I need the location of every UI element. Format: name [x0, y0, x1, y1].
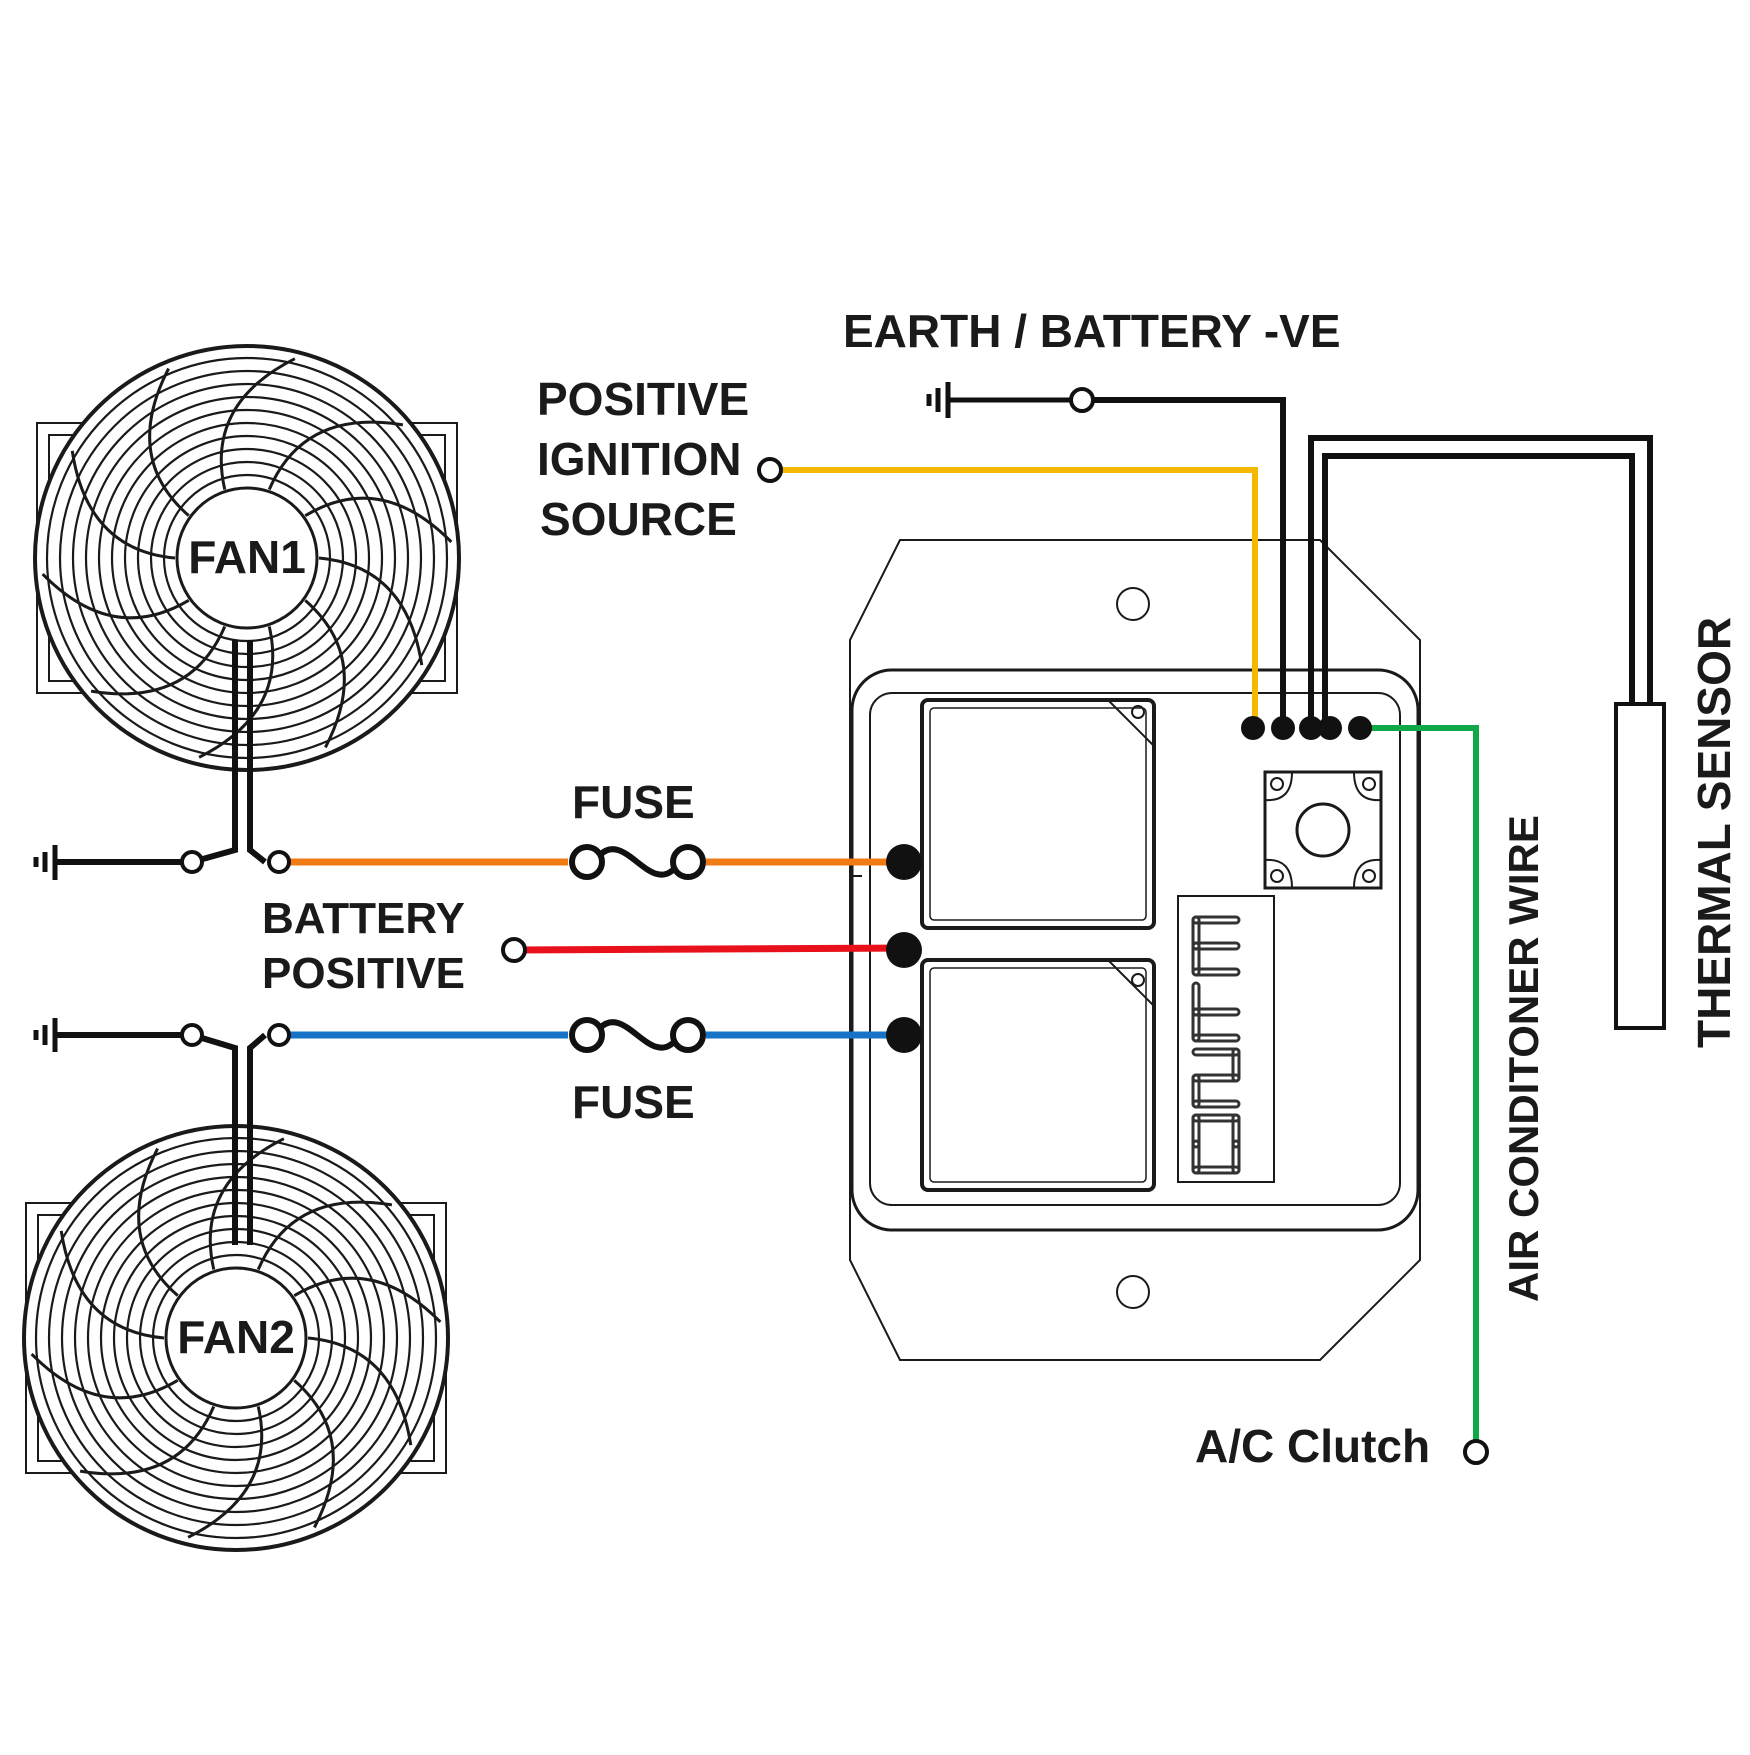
battery-label-line1: BATTERY: [262, 894, 465, 943]
controller-mounting-plate: [849, 539, 1421, 1361]
controller-housing: [850, 668, 1420, 1232]
relay-2: [920, 958, 1156, 1192]
fan-blades: [41, 357, 453, 759]
display-digit: [1191, 1047, 1241, 1109]
ac-wire-label: AIR CONDITONER WIRE: [1500, 815, 1547, 1302]
open-terminals: [180, 387, 1489, 1465]
fan2-label: FAN2: [177, 1311, 295, 1363]
mounting-hole-top: [1116, 587, 1150, 621]
fan-leads: [55, 640, 267, 1245]
thermal-sensor-wire: [1308, 435, 1653, 728]
fuse-bottom-label: FUSE: [572, 1076, 695, 1128]
earth-label: EARTH / BATTERY -VE: [843, 305, 1341, 357]
push-button-icon: [1263, 770, 1383, 890]
fuse-icon: [569, 1017, 706, 1053]
fuse-icon: [569, 844, 706, 880]
controller-unit: [849, 539, 1421, 1361]
ground-symbol-icon: [926, 382, 1080, 418]
earth-wire: [1090, 397, 1286, 728]
thermal-sensor-icon: [1614, 702, 1666, 1030]
ignition-label-line2: IGNITION: [537, 433, 741, 485]
fan1-label: FAN1: [188, 531, 306, 583]
mounting-hole-bottom: [1116, 1275, 1150, 1309]
ac-wire: [1360, 725, 1479, 1450]
controller-inner-frame: [869, 692, 1401, 1206]
display-digit: [1191, 1113, 1241, 1175]
display-digit: [1191, 915, 1241, 977]
connector-pins: [886, 716, 1372, 1053]
seven-segment-display: [1177, 895, 1275, 1183]
battery-positive-wire: [513, 944, 905, 954]
ground-symbol-icon: [33, 845, 58, 880]
ignition-label-line1: POSITIVE: [537, 373, 749, 425]
fan-blades: [30, 1137, 442, 1539]
relay-1: [920, 698, 1156, 930]
ac-clutch-label: A/C Clutch: [1195, 1420, 1430, 1472]
ignition-label-line3: SOURCE: [540, 493, 737, 545]
ignition-wire: [780, 467, 1258, 728]
fan2-icon: [22, 1124, 450, 1552]
display-digit: [1191, 981, 1241, 1043]
fan1-icon: [33, 344, 461, 772]
fuse-top-label: FUSE: [572, 776, 695, 828]
thermal-sensor-label: THERMAL SENSOR: [1688, 617, 1740, 1048]
battery-label-line2: POSITIVE: [262, 949, 465, 998]
ground-symbol-icon: [33, 1018, 58, 1052]
